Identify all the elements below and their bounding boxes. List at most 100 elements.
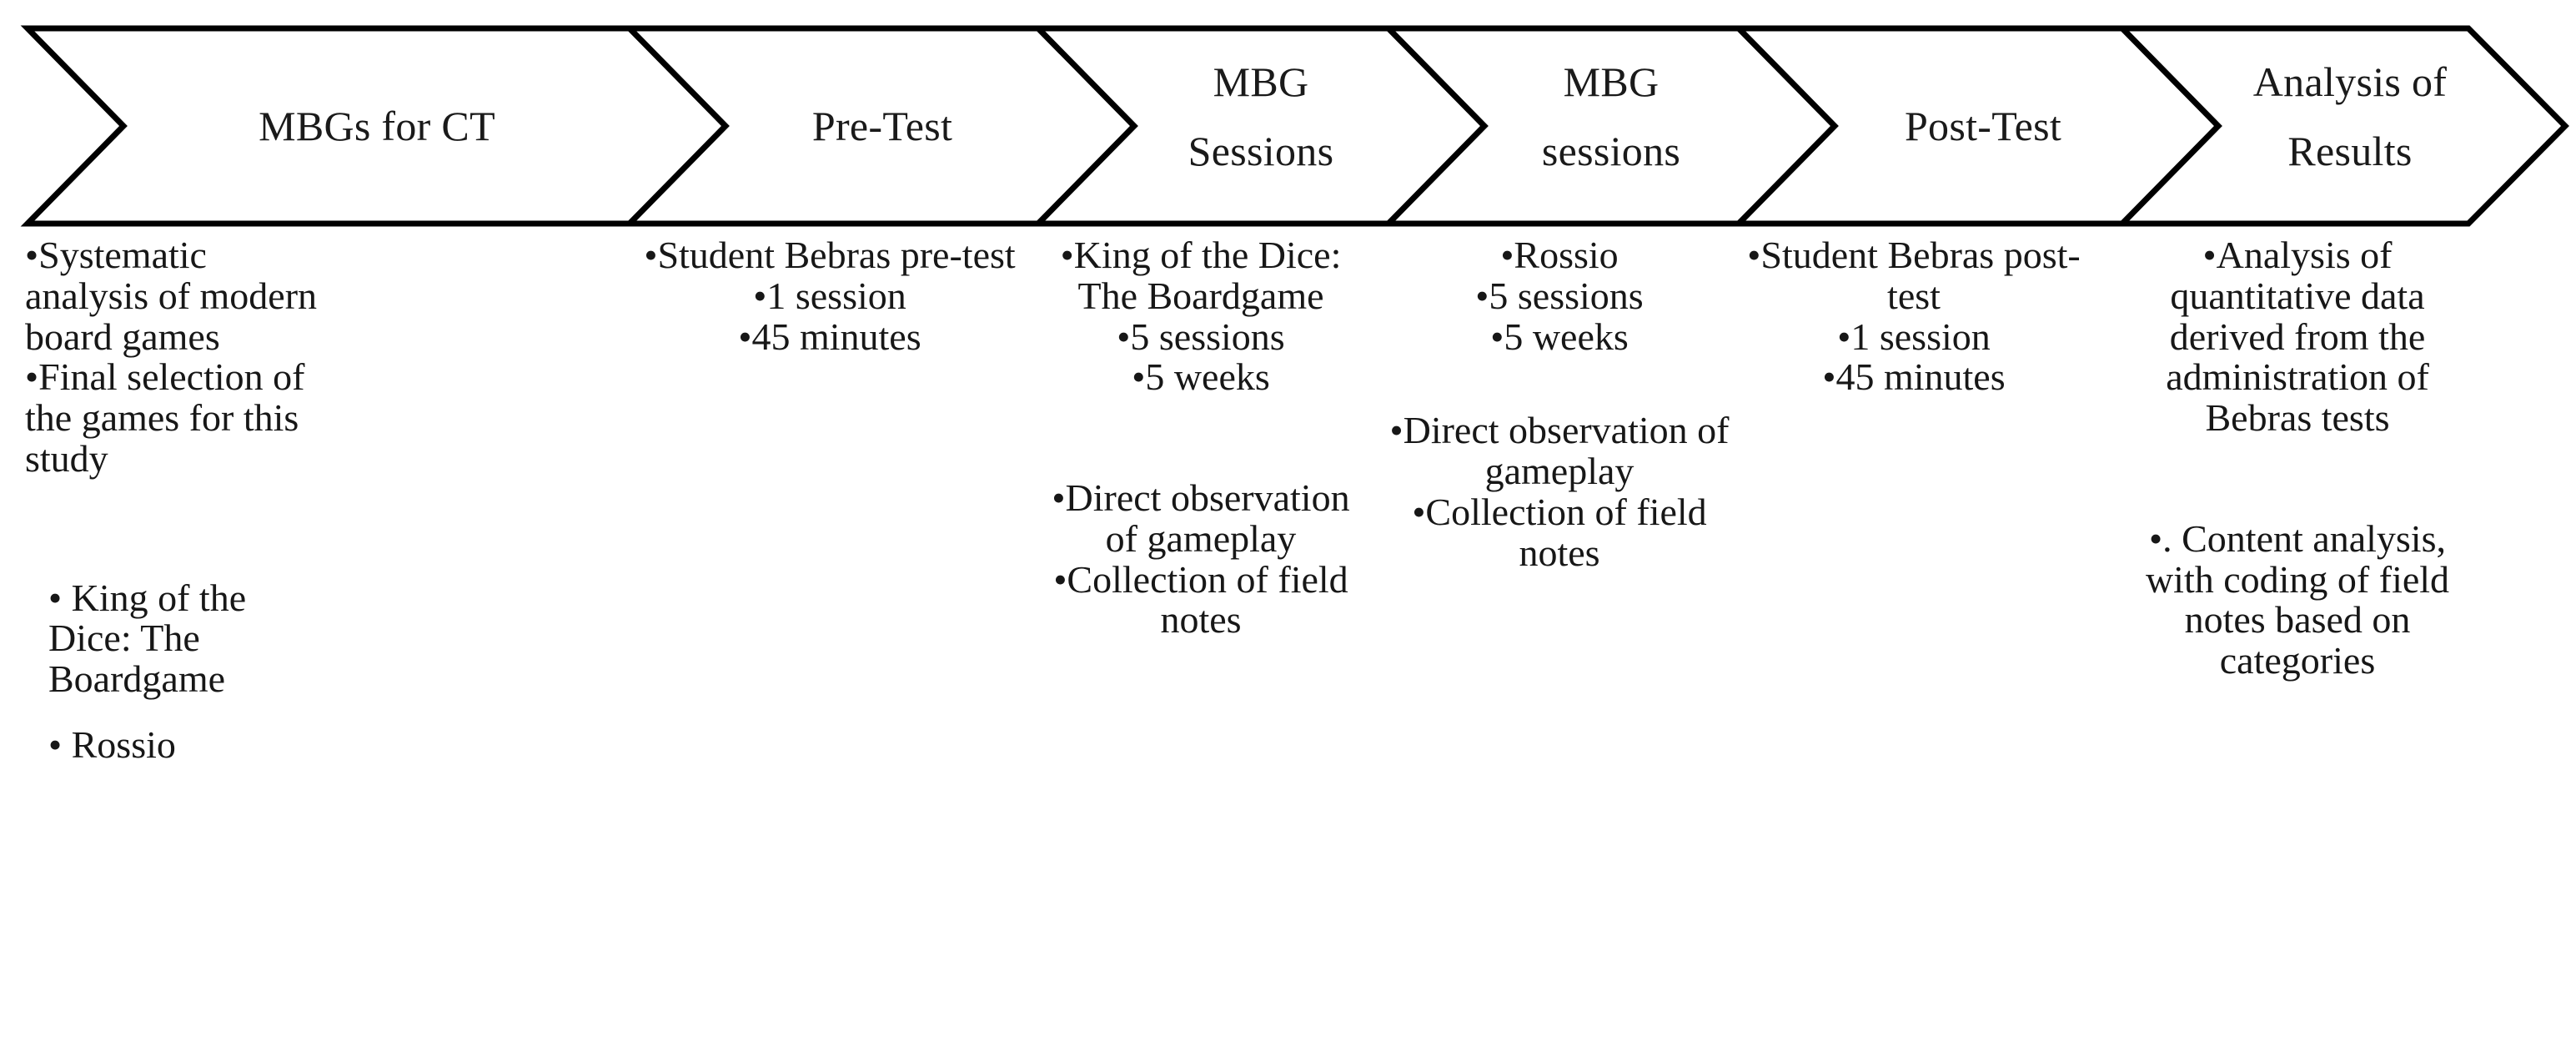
stage-6-details: •Analysis of quantitative data derived f… [2118, 234, 2477, 682]
stage-1-details: •Systematic analysis of modern board gam… [25, 234, 325, 766]
bullet-glyph: • [1052, 476, 1066, 519]
stage-3-details: •King of the Dice: The Boardgame •5 sess… [1034, 234, 1368, 642]
stage-6-top-block: •Analysis of quantitative data derived f… [2118, 234, 2477, 439]
list-item: • King of the Dice: The Boardgame [48, 576, 325, 700]
stage-detail-columns: •Systematic analysis of modern board gam… [0, 234, 2576, 1037]
list-item-text: King of the Dice: The Boardgame [1073, 234, 1342, 317]
stage-4-top-block: •Rossio •5 sessions •5 weeks [1384, 234, 1735, 358]
bullet-glyph: • [25, 355, 39, 399]
list-item: •Analysis of quantitative data derived f… [2118, 234, 2477, 439]
stage-3-bottom-block: •Direct observation of gameplay •Collect… [1034, 476, 1368, 642]
list-item-text: King of the Dice: The Boardgame [48, 576, 247, 700]
stage-5-top-block: •Student Bebras post-test •1 session •45… [1726, 234, 2101, 399]
stage-1-title-line1: MBGs for CT [259, 103, 495, 149]
list-item: •Rossio [1384, 234, 1735, 276]
stage-5-details: •Student Bebras post-test •1 session •45… [1726, 234, 2101, 399]
list-item-text: 45 minutes [1835, 355, 2006, 399]
list-item-text: Analysis of quantitative data derived fr… [2166, 234, 2429, 439]
list-item: •. Content analysis, with coding of fiel… [2118, 516, 2477, 682]
bullet-glyph: • [1500, 234, 1514, 276]
list-item-text: Systematic analysis of modern board game… [25, 234, 318, 358]
stage-1-top-block: •Systematic analysis of modern board gam… [25, 234, 325, 480]
bullet-glyph: • [48, 576, 63, 619]
list-item-text: Rossio [71, 722, 176, 766]
bullet-glyph: • [2202, 234, 2217, 276]
list-item-text: 5 weeks [1504, 315, 1629, 358]
bullet-glyph: • [1747, 234, 1761, 276]
stage-3-top-block: •King of the Dice: The Boardgame •5 sess… [1034, 234, 1368, 399]
stage-3-title-line2: Sessions [1188, 128, 1334, 174]
list-item: •Collection of field notes [1384, 490, 1735, 574]
chevron-stage-1[interactable]: MBGs for CT [20, 25, 730, 227]
list-item-text: Student Bebras pre-test [657, 234, 1016, 276]
bullet-glyph: • [1132, 355, 1146, 399]
stage-6-bottom-block: •. Content analysis, with coding of fiel… [2118, 516, 2477, 682]
bullet-glyph: • [2149, 516, 2163, 560]
list-item: •King of the Dice: The Boardgame [1034, 234, 1368, 317]
bullet-glyph: • [1490, 315, 1504, 358]
bullet-glyph: • [48, 722, 63, 766]
block-spacer [1384, 357, 1735, 410]
stage-3-title-line1: MBG [1213, 58, 1309, 105]
list-item: •Final selection of the games for this s… [25, 355, 325, 480]
bullet-glyph: • [25, 234, 39, 276]
stage-6-title-line2: Results [2287, 128, 2412, 174]
bullet-glyph: • [1389, 409, 1403, 452]
list-item: •Student Bebras post-test [1726, 234, 2101, 317]
stage-6-title-line1: Analysis of [2253, 58, 2448, 105]
bullet-glyph: • [1475, 274, 1489, 317]
stage-2-title-line1: Pre-Test [812, 103, 952, 149]
stage-5-title-line1: Post-Test [1905, 103, 2061, 149]
list-item: •Direct observation of gameplay [1034, 476, 1368, 560]
bullet-glyph: • [738, 315, 752, 358]
stage-2-details: •Student Bebras pre-test •1 session •45 … [642, 234, 1017, 358]
list-item: •5 sessions [1384, 274, 1735, 317]
block-spacer [2118, 439, 2477, 519]
list-item: •1 session [642, 274, 1017, 317]
bullet-glyph: • [1412, 490, 1426, 533]
list-item-text: Final selection of the games for this st… [25, 355, 305, 480]
bullet-glyph: • [1837, 315, 1851, 358]
list-item: •5 weeks [1384, 315, 1735, 358]
list-item-text: Student Bebras post-test [1760, 234, 2081, 317]
block-spacer [25, 480, 325, 578]
list-item: •Student Bebras pre-test [642, 234, 1017, 276]
list-item-text: Direct observation of gameplay [1403, 409, 1730, 492]
list-item: •5 weeks [1034, 355, 1368, 399]
bullet-glyph: • [644, 234, 658, 276]
item-spacer [48, 700, 325, 725]
bullet-glyph: • [1053, 557, 1067, 601]
list-item-text: . Content analysis, with coding of field… [2145, 516, 2450, 682]
chevron-stage-6[interactable]: Analysis of Results [2115, 25, 2569, 227]
list-item: •5 sessions [1034, 315, 1368, 358]
list-item: •Collection of field notes [1034, 557, 1368, 642]
stage-4-title-line2: sessions [1542, 128, 1680, 174]
block-spacer [1034, 398, 1368, 478]
list-item-text: 5 sessions [1130, 315, 1285, 358]
list-item: •45 minutes [642, 315, 1017, 358]
bullet-glyph: • [1822, 355, 1836, 399]
list-item: •1 session [1726, 315, 2101, 358]
bullet-glyph: • [1060, 234, 1074, 276]
list-item-text: Collection of field notes [1067, 557, 1348, 642]
stage-4-bottom-block: •Direct observation of gameplay •Collect… [1384, 410, 1735, 573]
list-item-text: 1 session [1850, 315, 1991, 358]
list-item: •Systematic analysis of modern board gam… [25, 234, 325, 358]
list-item-text: 45 minutes [751, 315, 921, 358]
list-item-text: Direct observation of gameplay [1065, 476, 1350, 560]
list-item-text: Rossio [1514, 234, 1619, 276]
list-item-text: Collection of field notes [1425, 490, 1707, 574]
bullet-glyph: • [1117, 315, 1131, 358]
list-item-text: 1 session [766, 274, 906, 317]
stage-4-details: •Rossio •5 sessions •5 weeks •Direct obs… [1384, 234, 1735, 573]
bullet-glyph: • [753, 274, 767, 317]
list-item-text: 5 sessions [1489, 274, 1644, 317]
stage-1-bottom-block: • King of the Dice: The Boardgame • Ross… [25, 576, 325, 766]
chevron-stage-3[interactable]: MBG Sessions [1031, 25, 1489, 227]
list-item: •45 minutes [1726, 355, 2101, 399]
stage-4-title-line1: MBG [1564, 58, 1660, 105]
stage-2-top-block: •Student Bebras pre-test •1 session •45 … [642, 234, 1017, 358]
chevron-header-band: MBGs for CT Pre-Test MBG Sessions MBG se… [0, 0, 2576, 250]
list-item: • Rossio [48, 722, 325, 766]
